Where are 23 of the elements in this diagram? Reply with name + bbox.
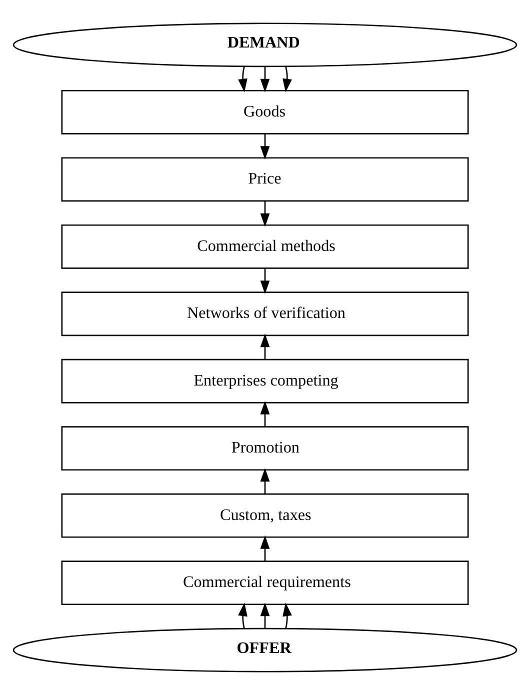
arrow: [260, 334, 270, 360]
node-ellipse: DEMAND: [12, 22, 518, 68]
arrow: [238, 66, 248, 92]
arrow: [238, 602, 248, 628]
arrow: [260, 66, 270, 92]
arrow: [260, 134, 270, 160]
arrow: [260, 400, 270, 427]
node-box: Promotion: [61, 426, 469, 471]
node-ellipse: OFFER: [12, 628, 518, 672]
arrow: [282, 66, 292, 92]
node-box: Goods: [61, 90, 469, 134]
arrow: [260, 602, 270, 628]
node-box: Enterprises competing: [61, 358, 469, 404]
node-box: Commercial requirements: [61, 560, 469, 606]
arrow: [260, 268, 270, 294]
node-box: Networks of verification: [61, 292, 469, 336]
arrow: [260, 535, 270, 561]
arrow: [260, 468, 270, 494]
node-box: Custom, taxes: [61, 493, 469, 538]
node-box: Commercial methods: [61, 224, 469, 269]
node-box: Price: [61, 157, 469, 202]
arrow: [260, 201, 270, 227]
arrow: [282, 602, 292, 628]
